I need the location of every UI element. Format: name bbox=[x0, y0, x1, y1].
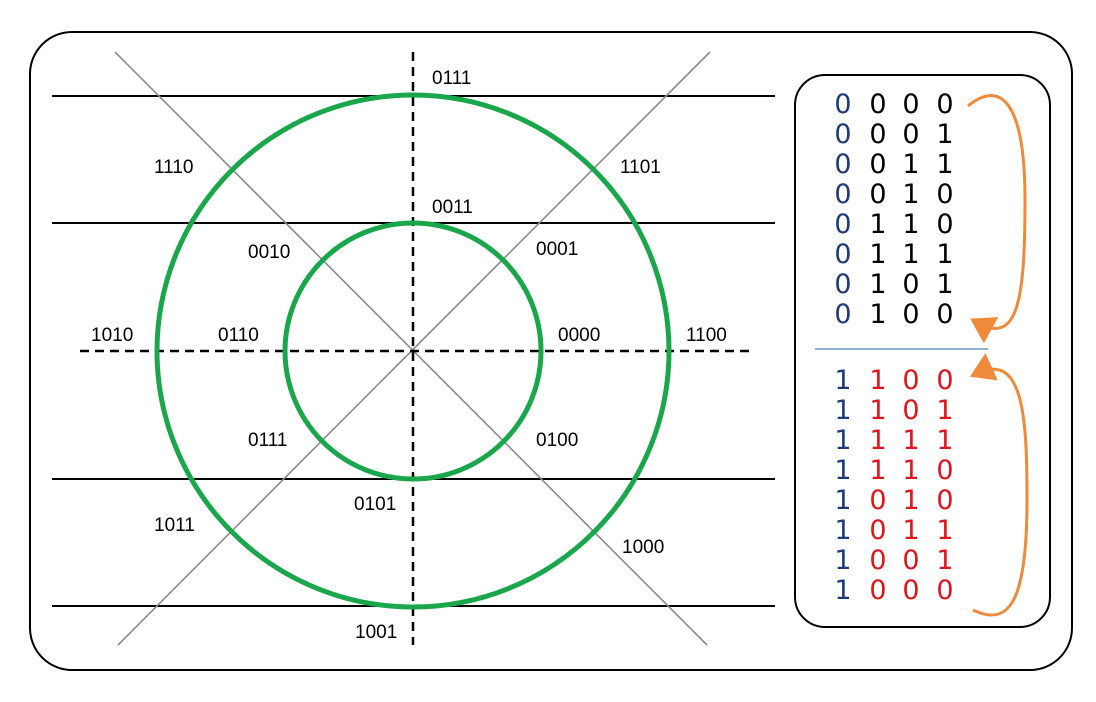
gray-code-lower-bit: 1 bbox=[902, 515, 919, 546]
gray-code-lower-bit: 1 bbox=[834, 395, 851, 426]
label-outer-left: 1010 bbox=[91, 325, 133, 346]
gray-code-lower-bit: 0 bbox=[936, 365, 953, 396]
gray-code-lower-bit: 0 bbox=[936, 575, 953, 606]
gray-code-lower-bit: 0 bbox=[936, 485, 953, 516]
gray-code-lower-bit: 1 bbox=[902, 455, 919, 486]
inner-ring bbox=[282, 220, 544, 482]
label-upper-left-outer: 1110 bbox=[154, 157, 193, 178]
gray-code-upper-bit: 0 bbox=[869, 179, 886, 210]
gray-code-lower-bit: 0 bbox=[902, 395, 919, 426]
label-inner-upper-right: 0001 bbox=[536, 239, 578, 260]
gray-code-lower-bit: 1 bbox=[834, 485, 851, 516]
arrow-upper bbox=[967, 94, 1027, 344]
gray-code-lower-bit: 1 bbox=[902, 485, 919, 516]
label-top: 0111 bbox=[432, 68, 471, 89]
gray-code-upper-bit: 0 bbox=[869, 89, 886, 120]
label-inner-top: 0011 bbox=[432, 197, 473, 218]
gray-code-upper-bit: 0 bbox=[936, 209, 953, 240]
gray-code-lower-bit: 0 bbox=[869, 545, 886, 576]
outer-frame bbox=[29, 31, 1073, 671]
gray-code-upper-bit: 0 bbox=[834, 119, 851, 150]
gray-code-lower-bit: 1 bbox=[936, 545, 953, 576]
gray-code-lower-bit: 0 bbox=[869, 575, 886, 606]
gray-code-lower-bit: 0 bbox=[902, 365, 919, 396]
gray-code-upper-bit: 0 bbox=[869, 119, 886, 150]
gray-code-lower-bit: 1 bbox=[936, 425, 953, 456]
gray-code-lower-bit: 1 bbox=[834, 455, 851, 486]
gray-code-upper-bit: 1 bbox=[902, 179, 919, 210]
gray-code-upper-bit: 0 bbox=[936, 179, 953, 210]
gray-code-lower-bit: 1 bbox=[834, 365, 851, 396]
gray-code-upper-bit: 0 bbox=[902, 269, 919, 300]
gray-code-upper-bit: 0 bbox=[902, 89, 919, 120]
gray-code-lower-bit: 0 bbox=[869, 485, 886, 516]
gray-code-upper-bit: 0 bbox=[936, 89, 953, 120]
label-inner-lower-right: 0100 bbox=[536, 430, 578, 451]
gray-code-panel bbox=[794, 74, 1051, 628]
gray-code-upper-bit: 1 bbox=[869, 239, 886, 270]
gray-code-lower-bit: 0 bbox=[936, 455, 953, 486]
gray-code-lower-bit: 1 bbox=[834, 575, 851, 606]
gray-code-upper-bit: 1 bbox=[869, 269, 886, 300]
gray-code-upper-bit: 1 bbox=[902, 209, 919, 240]
gray-code-upper-bit: 1 bbox=[936, 269, 953, 300]
label-upper-right-outer: 1101 bbox=[620, 157, 661, 178]
label-inner-right: 0000 bbox=[558, 325, 600, 346]
arrow-lower bbox=[969, 353, 1029, 617]
gray-code-upper-bit: 0 bbox=[902, 299, 919, 330]
gray-code-upper-bit: 1 bbox=[869, 209, 886, 240]
gray-code-upper-bit: 1 bbox=[936, 119, 953, 150]
gray-code-lower-bit: 0 bbox=[869, 515, 886, 546]
gray-code-upper-bit: 1 bbox=[936, 239, 953, 270]
gray-code-lower-bit: 1 bbox=[936, 395, 953, 426]
gray-code-upper-bit: 0 bbox=[834, 149, 851, 180]
gray-code-lower-bit: 1 bbox=[902, 425, 919, 456]
label-bottom: 1001 bbox=[355, 622, 397, 643]
gray-code-lower-bit: 1 bbox=[834, 515, 851, 546]
gray-code-upper-bit: 0 bbox=[936, 299, 953, 330]
outer-ring bbox=[154, 92, 672, 610]
gray-code-lower-bit: 0 bbox=[902, 575, 919, 606]
label-lower-left-outer: 1011 bbox=[154, 515, 195, 536]
gray-code-lower-bit: 1 bbox=[834, 425, 851, 456]
gray-code-upper-bit: 0 bbox=[869, 149, 886, 180]
gray-code-lower-bit: 1 bbox=[869, 455, 886, 486]
gray-code-upper-bit: 1 bbox=[902, 239, 919, 270]
gray-code-lower-bit: 0 bbox=[902, 545, 919, 576]
gray-code-lower-bit: 1 bbox=[834, 545, 851, 576]
label-lower-right-outer: 1000 bbox=[622, 537, 664, 558]
gray-code-lower-bit: 1 bbox=[869, 395, 886, 426]
gray-code-upper-bit: 0 bbox=[834, 239, 851, 270]
gray-code-lower-bit: 1 bbox=[869, 425, 886, 456]
gray-code-upper-bit: 1 bbox=[869, 299, 886, 330]
gray-code-upper-bit: 0 bbox=[834, 89, 851, 120]
label-outer-right: 1100 bbox=[686, 325, 727, 346]
label-inner-upper-left: 0010 bbox=[248, 242, 290, 263]
label-inner-bottom: 0101 bbox=[354, 494, 396, 515]
gray-code-upper-bit: 1 bbox=[936, 149, 953, 180]
gray-code-lower-bit: 1 bbox=[869, 365, 886, 396]
gray-code-lower-bit: 1 bbox=[936, 515, 953, 546]
gray-code-upper-bit: 1 bbox=[902, 149, 919, 180]
gray-code-upper-bit: 0 bbox=[834, 269, 851, 300]
gray-code-upper-bit: 0 bbox=[834, 299, 851, 330]
label-inner-left: 0110 bbox=[218, 325, 259, 346]
label-inner-lower-left: 0111 bbox=[248, 430, 287, 451]
diagonal-line-falling bbox=[114, 51, 708, 646]
gray-code-upper-bit: 0 bbox=[834, 209, 851, 240]
gray-code-upper-bit: 0 bbox=[902, 119, 919, 150]
diagonal-line-rising bbox=[117, 51, 711, 646]
gray-code-upper-bit: 0 bbox=[834, 179, 851, 210]
